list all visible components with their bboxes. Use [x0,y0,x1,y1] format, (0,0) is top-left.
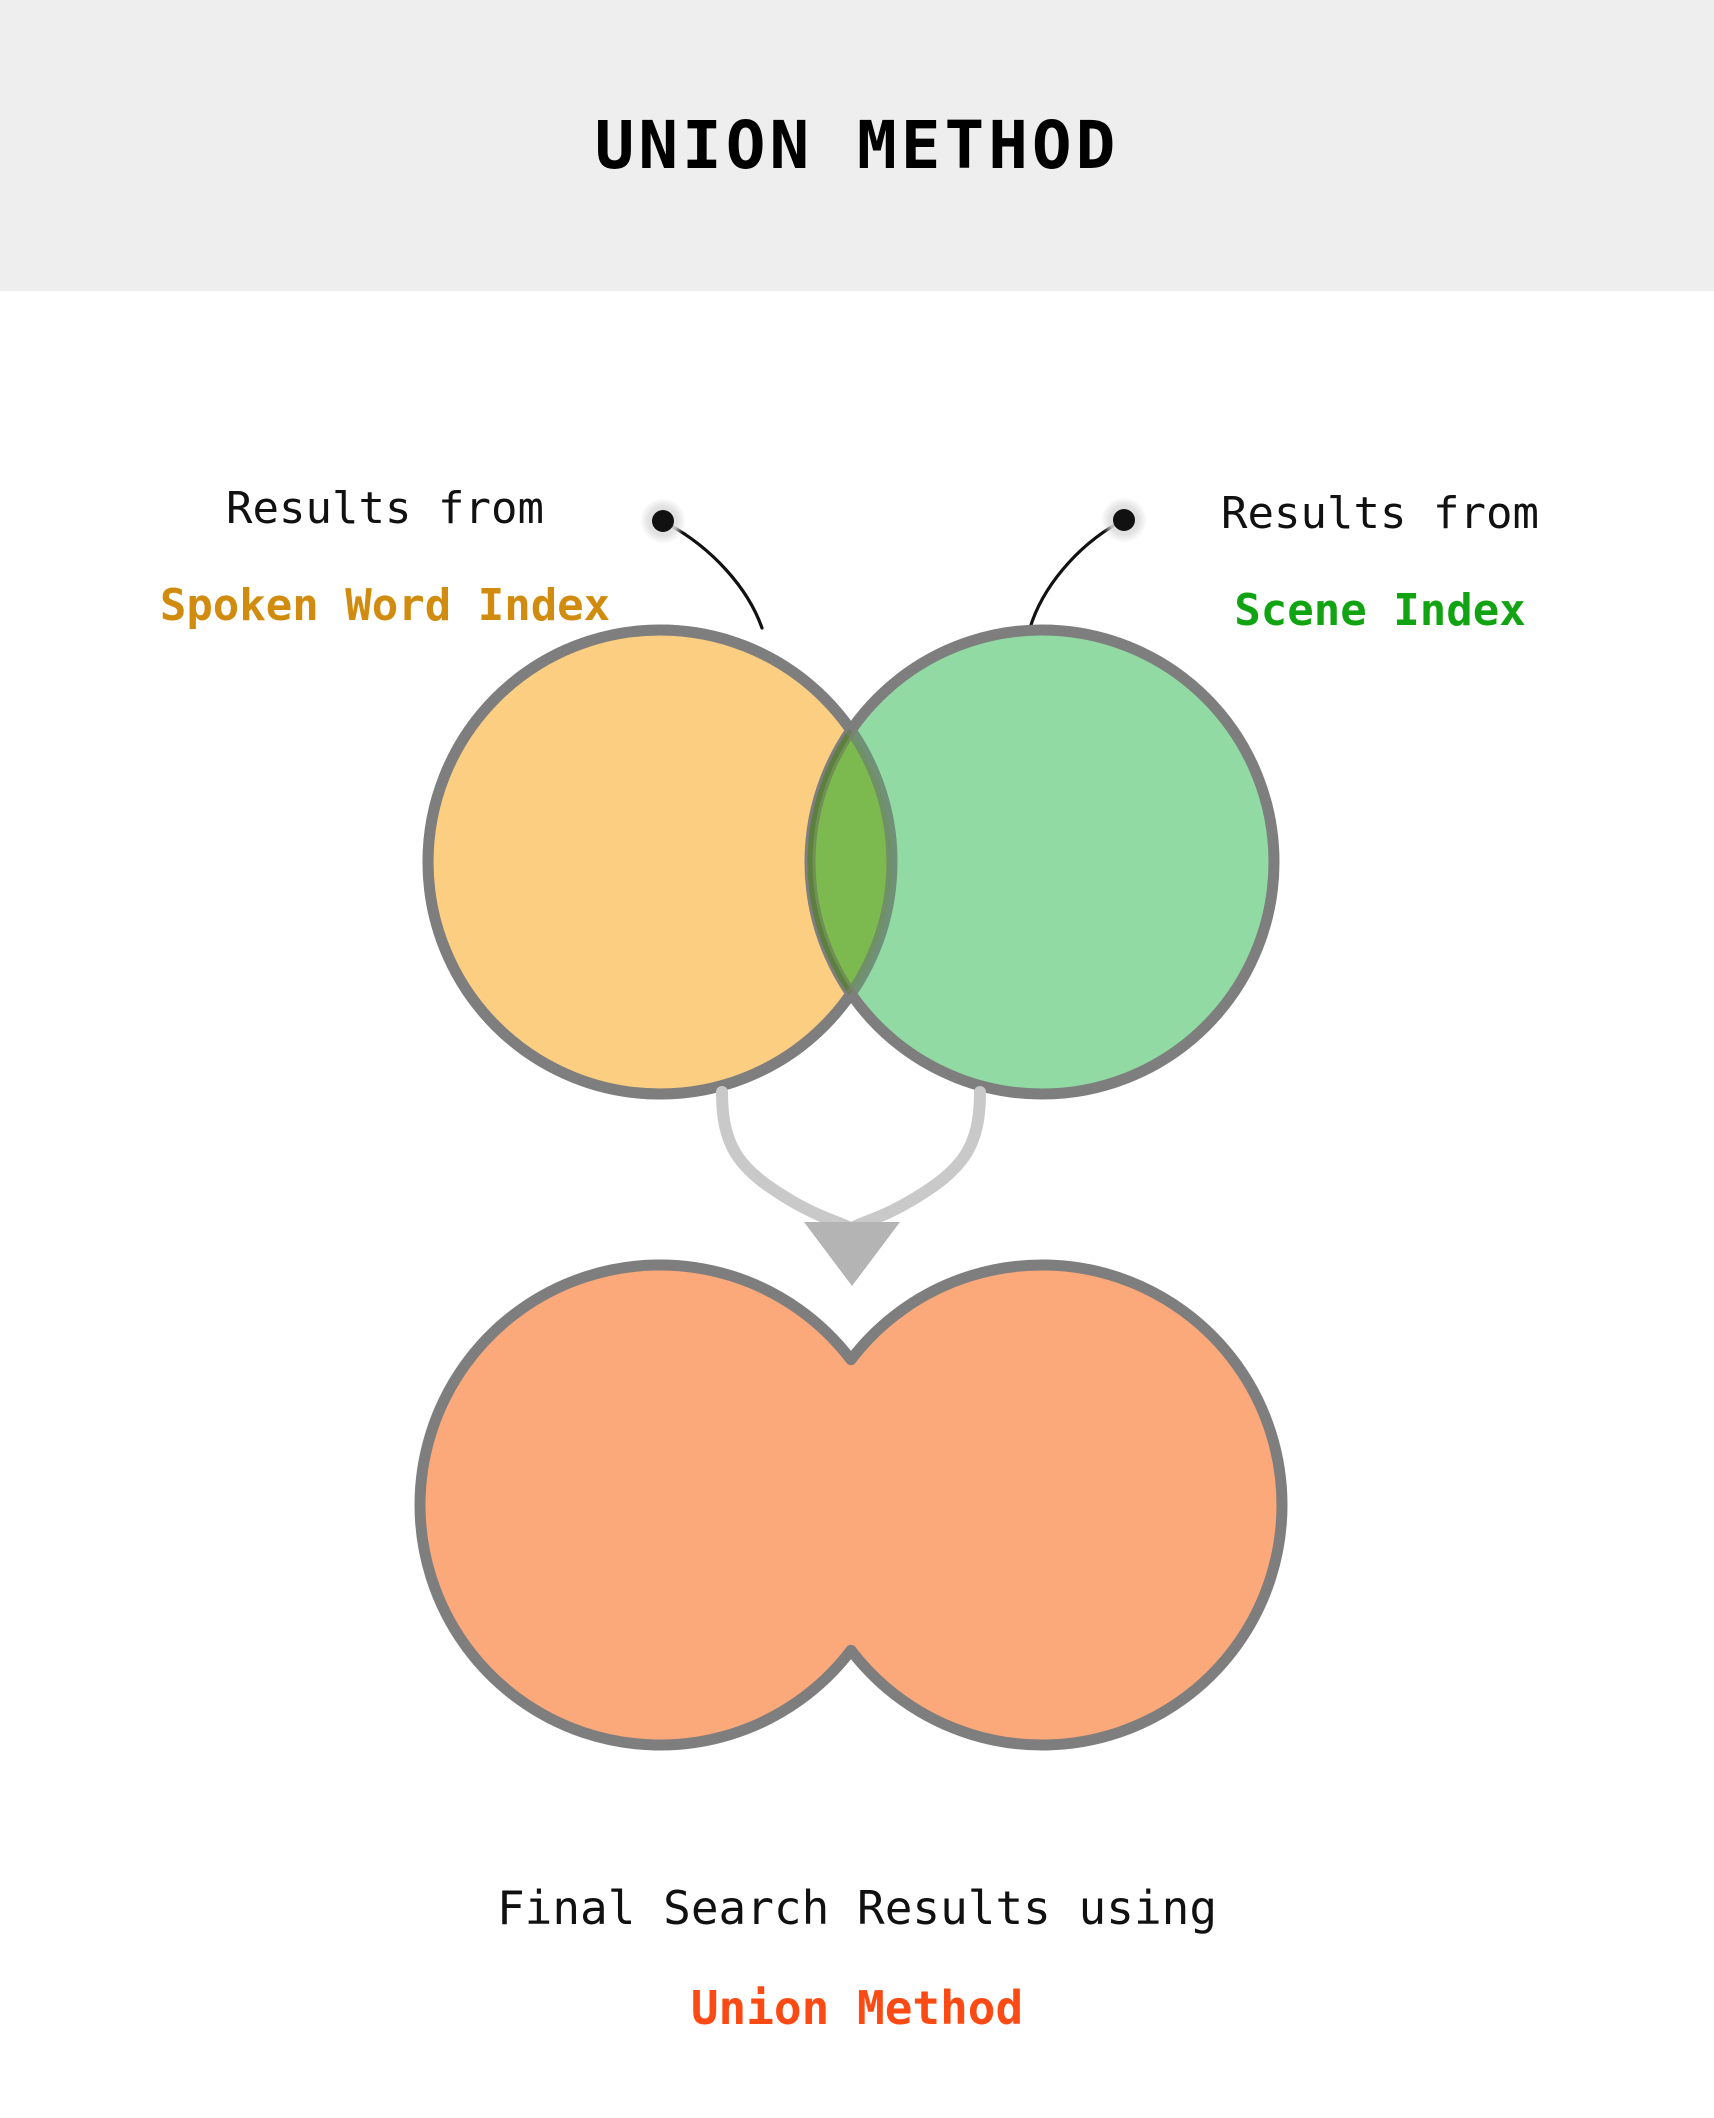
label-right-line1: Results from [1221,487,1539,539]
union-result-outline[interactable] [414,1259,1288,1751]
callout-connector-left [640,498,764,630]
venn-overlap-region [807,630,892,1094]
callout-connector-right [1028,497,1147,630]
header-band: UNION METHOD [0,0,1714,291]
label-final-search-results: Final Search Results using Union Method [357,1838,1357,2058]
label-spoken-word-index: Results from Spoken Word Index [150,440,620,655]
label-bottom-line1: Final Search Results using [496,1880,1218,1935]
callout-dot-icon-left [652,510,674,532]
arrowhead-icon [804,1222,900,1286]
union-result-shape[interactable] [414,820,1288,1780]
label-left-line1: Results from [226,482,544,534]
spoken-word-index-circle-outline [422,624,898,1100]
callout-dot-icon-right [1113,509,1135,531]
page-title: UNION METHOD [594,107,1120,184]
label-bottom-line2: Union Method [690,1980,1024,2035]
label-right-line2: Scene Index [1234,585,1526,637]
venn-diagram [422,624,1280,1100]
union-flow-arrow [716,1086,986,1286]
label-left-line2: Spoken Word Index [159,580,611,632]
label-scene-index: Results from Scene Index [1170,445,1590,660]
